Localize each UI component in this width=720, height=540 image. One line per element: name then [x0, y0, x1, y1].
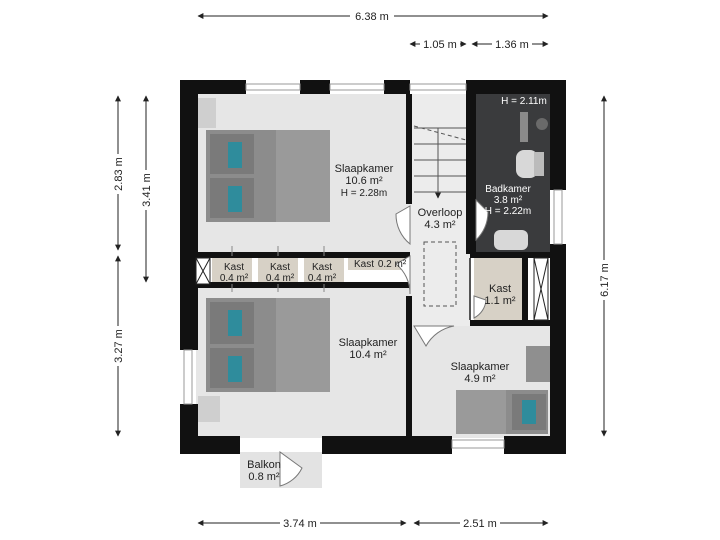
bedroom3-area: 4.9 m²	[464, 373, 496, 385]
window-top-3	[409, 83, 467, 91]
wall-bottom-right	[504, 436, 566, 454]
window-top-1	[245, 83, 301, 91]
closet-landing-name: Kast	[489, 283, 511, 295]
door-bathroom	[475, 198, 489, 242]
doors	[279, 198, 489, 487]
wall-top-mid	[300, 80, 330, 94]
landing-area: 4.3 m²	[424, 219, 456, 231]
wall-bottom-mid	[322, 436, 452, 454]
wall-left-mid	[180, 130, 198, 350]
dim-bottom-right: 2.51 m	[463, 518, 497, 530]
dim-top-left: 1.05 m	[423, 39, 457, 51]
floor-closet2	[258, 258, 298, 284]
dim-left-b: 3.41 m	[141, 173, 153, 207]
closet-small-name: Kast	[354, 259, 374, 270]
dim-top-total: 6.38 m	[355, 11, 389, 23]
pillow-icon	[228, 356, 242, 382]
closet1-area: 0.4 m²	[220, 273, 249, 284]
door-bedroom1	[395, 205, 411, 246]
room-labels: Slaapkamer 10.6 m² H = 2.28m Overloop 4.…	[220, 96, 547, 483]
bed-bedroom2	[198, 298, 330, 422]
wall-bathroom-left	[466, 80, 476, 254]
wall-landing-left-upper	[406, 94, 412, 204]
bathroom-fixtures	[494, 112, 548, 250]
bedroom1-name: Slaapkamer	[335, 163, 394, 175]
wall-closets-top	[196, 252, 410, 258]
wall-closet-landing-bottom	[470, 320, 550, 326]
dimension-labels: 6.38 m 1.05 m 1.36 m 2.83 m 3.41 m 3.27 …	[110, 8, 612, 531]
landing-name: Overloop	[418, 207, 463, 219]
closet2-name: Kast	[270, 262, 290, 273]
desk	[526, 346, 550, 382]
wall-closet-landing-right	[522, 252, 528, 326]
door-balcony	[279, 451, 303, 487]
pillow-icon	[228, 142, 242, 168]
closet-small-area: 0.2 m²	[378, 259, 407, 270]
dim-top-right: 1.36 m	[495, 39, 529, 51]
pillow-icon	[228, 310, 242, 336]
closet-doors	[231, 246, 325, 292]
closet3-name: Kast	[312, 262, 332, 273]
window-bottom	[451, 439, 505, 449]
wall-landing-left-lower	[406, 296, 412, 454]
nightstand-2	[198, 396, 220, 422]
window-left	[183, 349, 193, 405]
bedroom2-area: 10.4 m²	[349, 349, 387, 361]
bathroom-area: 3.8 m²	[494, 195, 523, 206]
wall-bottom-left	[180, 436, 240, 454]
wall-top-bathroom	[466, 80, 566, 94]
stairs	[413, 125, 471, 320]
walls	[180, 80, 566, 454]
bedroom3-name: Slaapkamer	[451, 361, 510, 373]
window-right	[553, 189, 563, 245]
wall-closet-landing-top	[470, 252, 550, 258]
bed-bedroom1	[198, 98, 330, 222]
bedroom2-name: Slaapkamer	[339, 337, 398, 349]
closet-landing-area: 1.1 m²	[484, 295, 516, 307]
floor-closet3	[304, 258, 344, 284]
closet2-area: 0.4 m²	[266, 273, 295, 284]
floor-closet1	[212, 258, 252, 284]
closet3-area: 0.4 m²	[308, 273, 337, 284]
wall-closets-bottom	[196, 282, 410, 288]
bedroom1-area: 10.6 m²	[345, 175, 383, 187]
wall-top-right	[384, 80, 410, 94]
shower-icon	[536, 118, 548, 130]
bed-bedroom3	[456, 346, 550, 434]
sink-icon	[494, 230, 528, 250]
wall-right-top	[550, 80, 566, 190]
door-closet-landing	[473, 295, 487, 319]
bedroom1-height: H = 2.28m	[341, 188, 387, 199]
nightstand-1	[198, 98, 216, 128]
pillow-icon	[228, 186, 242, 212]
dim-left-c: 3.27 m	[113, 329, 125, 363]
closet1-name: Kast	[224, 262, 244, 273]
window-top-2	[329, 83, 385, 91]
door-bedroom2	[395, 255, 411, 295]
dim-right-total: 6.17 m	[599, 263, 611, 297]
balcony-area: 0.8 m²	[248, 471, 280, 483]
balcony-name: Balkon	[247, 459, 281, 471]
wall-right-bottom	[550, 244, 566, 454]
windows	[183, 83, 563, 449]
bathroom-height-top: H = 2.11m	[501, 96, 547, 107]
wardrobes	[195, 257, 549, 321]
bathroom-height: H = 2.22m	[485, 206, 531, 217]
door-bedroom3	[413, 325, 455, 348]
wall-top-left	[180, 80, 246, 94]
floor-closet-small	[348, 258, 406, 270]
dim-left-a: 2.83 m	[113, 157, 125, 191]
dim-bottom-left: 3.74 m	[283, 518, 317, 530]
pillow-icon	[522, 400, 536, 424]
bathroom-name: Badkamer	[485, 184, 531, 195]
toilet-icon	[516, 150, 538, 178]
